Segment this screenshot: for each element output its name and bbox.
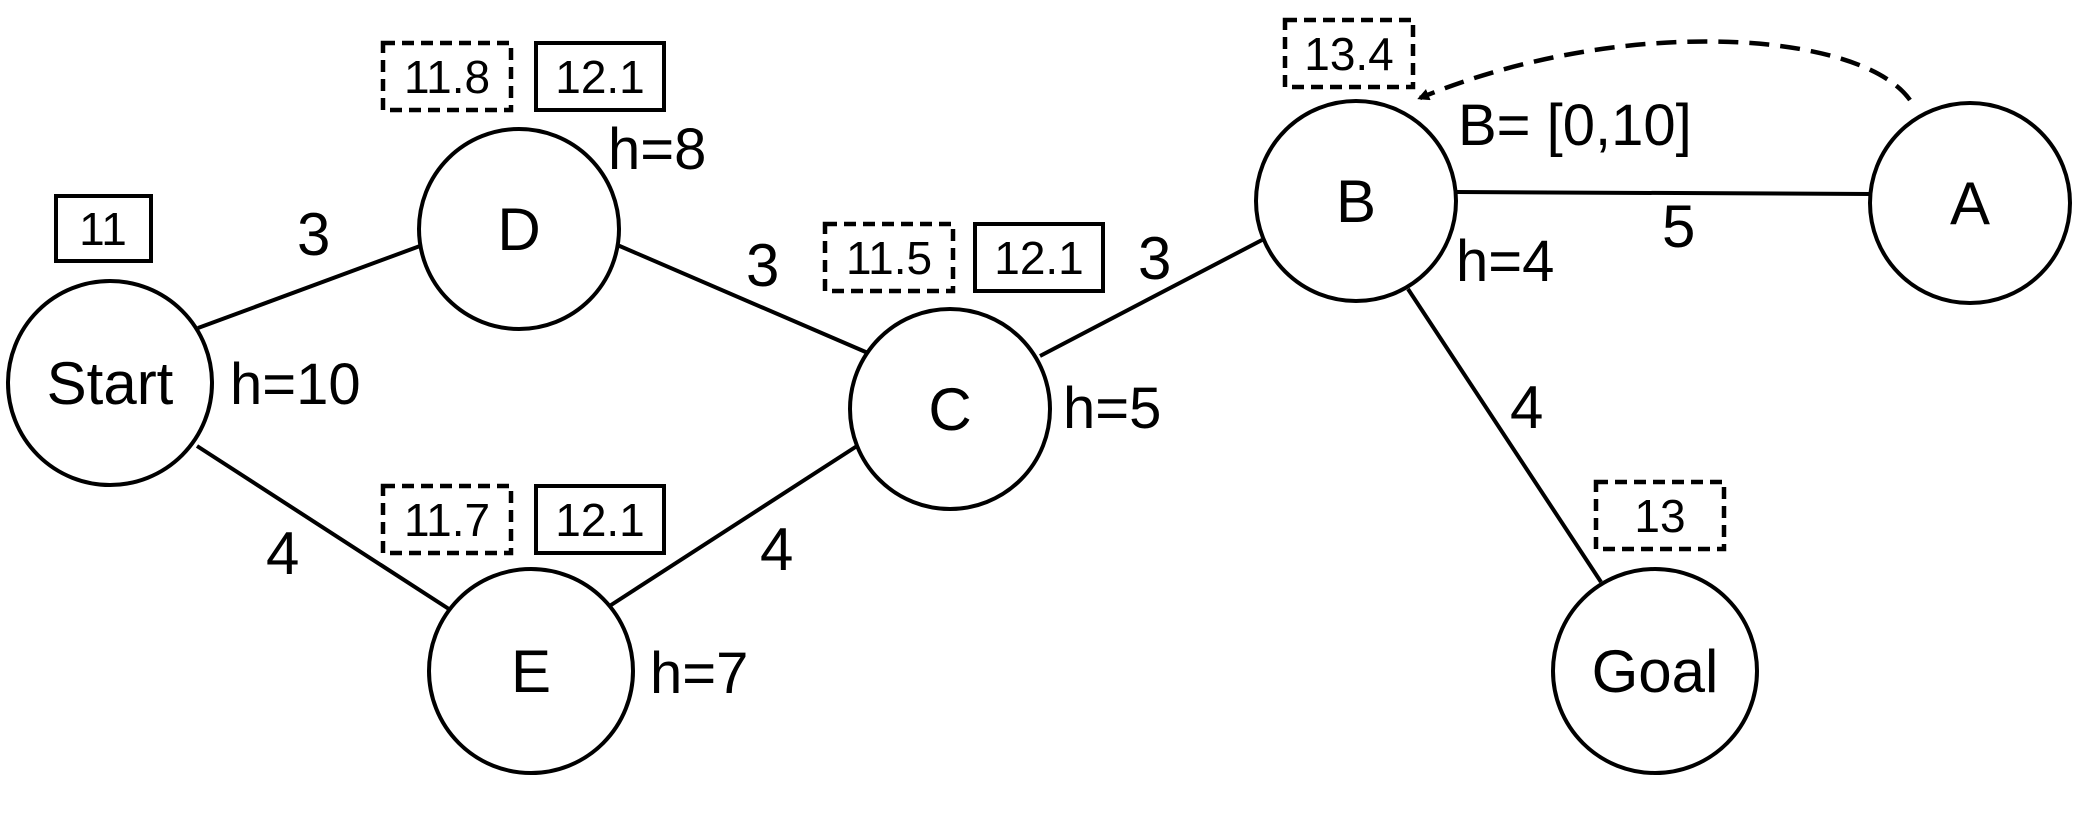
value-box-c-solid: 12.1 (973, 222, 1105, 293)
value-box-b-dashed: 13.4 (1282, 17, 1416, 90)
node-a: A (1868, 101, 2072, 305)
value-box-e-dashed-text: 11.7 (404, 494, 490, 546)
edge-start-e (195, 444, 454, 613)
heuristic-c: h=5 (1063, 376, 1161, 441)
value-box-e-dashed: 11.7 (380, 483, 514, 556)
edge-weight-b-a: 5 (1662, 193, 1695, 260)
edge-d-c (614, 242, 869, 355)
node-e-label: E (511, 638, 551, 705)
edge-e-c (606, 444, 859, 609)
heuristic-b: h=4 (1456, 229, 1554, 294)
node-a-label: A (1950, 170, 1990, 237)
node-b: B (1254, 99, 1458, 303)
value-box-start-solid: 11 (54, 194, 153, 263)
heuristic-d: h=8 (608, 117, 706, 182)
node-goal-label: Goal (1592, 638, 1719, 705)
value-box-d-dashed-text: 11.8 (404, 51, 490, 103)
node-d-label: D (497, 196, 540, 263)
heuristic-start: h=10 (230, 352, 361, 417)
node-c-label: C (928, 376, 971, 443)
edge-weight-e-c: 4 (760, 516, 793, 583)
range-label-b: B= [0,10] (1458, 93, 1692, 158)
value-box-goal-dashed: 13 (1593, 479, 1727, 552)
value-box-d-solid: 12.1 (534, 41, 666, 112)
node-start-label: Start (47, 350, 174, 417)
value-box-d-dashed: 11.8 (380, 40, 514, 113)
value-box-b-dashed-text: 13.4 (1304, 28, 1394, 80)
value-box-d-solid-text: 12.1 (555, 51, 645, 103)
node-b-label: B (1336, 168, 1376, 235)
value-box-e-solid: 12.1 (534, 484, 666, 555)
dashed-arrow-a-to-b (1417, 39, 1912, 102)
value-box-c-solid-text: 12.1 (994, 232, 1084, 284)
value-box-c-dashed-text: 11.5 (846, 232, 932, 284)
edge-weight-b-goal: 4 (1510, 374, 1543, 441)
value-box-goal-dashed-text: 13 (1634, 490, 1685, 542)
edge-b-goal (1406, 287, 1603, 584)
node-d: D (417, 127, 621, 331)
edge-b-a (1456, 190, 1872, 196)
value-box-start-solid-text: 11 (79, 203, 127, 255)
edge-c-b (1039, 238, 1263, 358)
edge-weight-d-c: 3 (746, 232, 779, 299)
node-c: C (848, 307, 1052, 511)
node-start: Start (6, 279, 214, 487)
edge-weight-start-d: 3 (297, 201, 330, 268)
heuristic-e: h=7 (650, 641, 748, 706)
value-box-e-solid-text: 12.1 (555, 494, 645, 546)
edge-weight-c-b: 3 (1138, 225, 1171, 292)
value-box-c-dashed: 11.5 (822, 221, 956, 294)
edge-weight-start-e: 4 (266, 520, 299, 587)
node-goal: Goal (1551, 567, 1759, 775)
edge-start-d (197, 244, 421, 330)
node-e: E (427, 567, 635, 775)
